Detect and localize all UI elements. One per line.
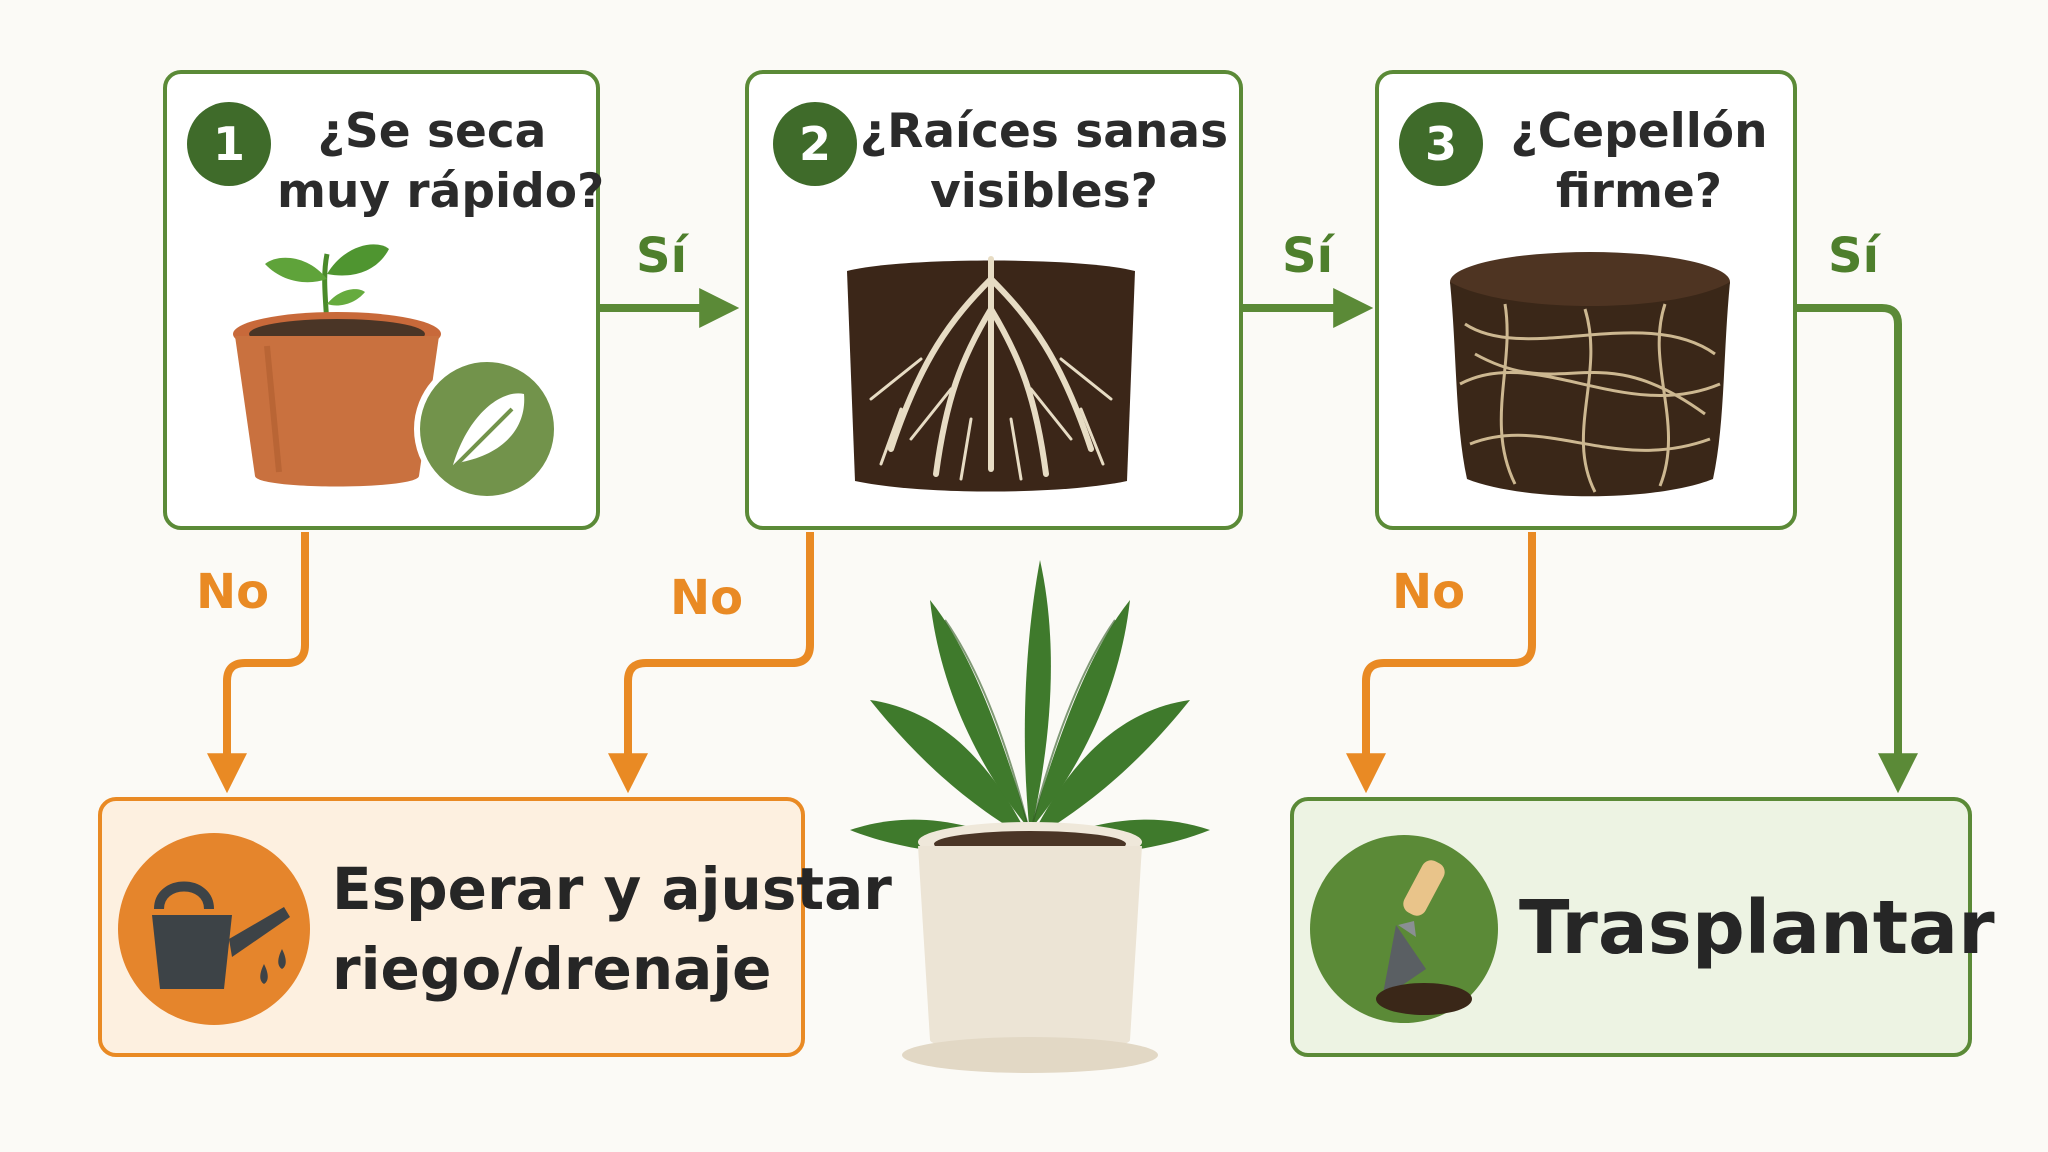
step-3-question: ¿Cepellón firme? [1494,102,1784,222]
arrow-no-2 [608,532,814,794]
step-1-question: ¿Se seca muy rápido? [277,102,605,222]
label-no-1: No [196,564,270,620]
potted-plant-image [850,560,1210,1073]
step-2-question-line1: ¿Raíces sanas [859,104,1229,159]
trowel-icon [1310,835,1498,1023]
label-yes-1: Sí [636,228,688,284]
arrow-no-3 [1346,532,1536,794]
label-yes-2: Sí [1282,228,1334,284]
arrow-yes-3 [1797,304,1918,794]
step-2-question: ¿Raíces sanas visibles? [859,102,1229,222]
step-1-question-line1: ¿Se seca [317,104,547,159]
outcome-wait-box: Esperar y ajustar riego/drenaje [98,797,892,1057]
outcome-transplant-box: Trasplantar [1290,797,1995,1057]
label-no-3: No [1392,564,1466,620]
step-1-box: 1 ¿Se seca muy rápido? [163,70,605,530]
terracotta-pot-seedling [233,244,441,487]
outcome-wait-line1: Esperar y ajustar [332,855,892,923]
label-yes-3: Sí [1828,228,1880,284]
watering-can-icon [118,833,310,1025]
step-3-question-line1: ¿Cepellón [1510,104,1768,159]
step-2-number: 2 [773,102,857,186]
step-3-question-line2: firme? [1555,164,1723,219]
step-3-box: 3 ¿Cepellón firme? [1375,70,1797,530]
healthy-roots-image [847,256,1135,492]
step-2-box: 2 ¿Raíces sanas visibles? [745,70,1243,530]
outcome-transplant-text: Trasplantar [1519,885,1995,971]
step-1-number: 1 [187,102,271,186]
label-no-2: No [670,570,744,626]
outcome-wait-text: Esperar y ajustar riego/drenaje [332,849,892,1009]
firm-root-ball-image [1450,252,1730,497]
arrow-no-1 [207,532,309,794]
step-2-question-line2: visibles? [930,164,1158,219]
leaf-icon [414,356,560,502]
step-3-number: 3 [1399,102,1483,186]
step-1-question-line2: muy rápido? [277,164,605,219]
outcome-wait-line2: riego/drenaje [332,935,772,1003]
